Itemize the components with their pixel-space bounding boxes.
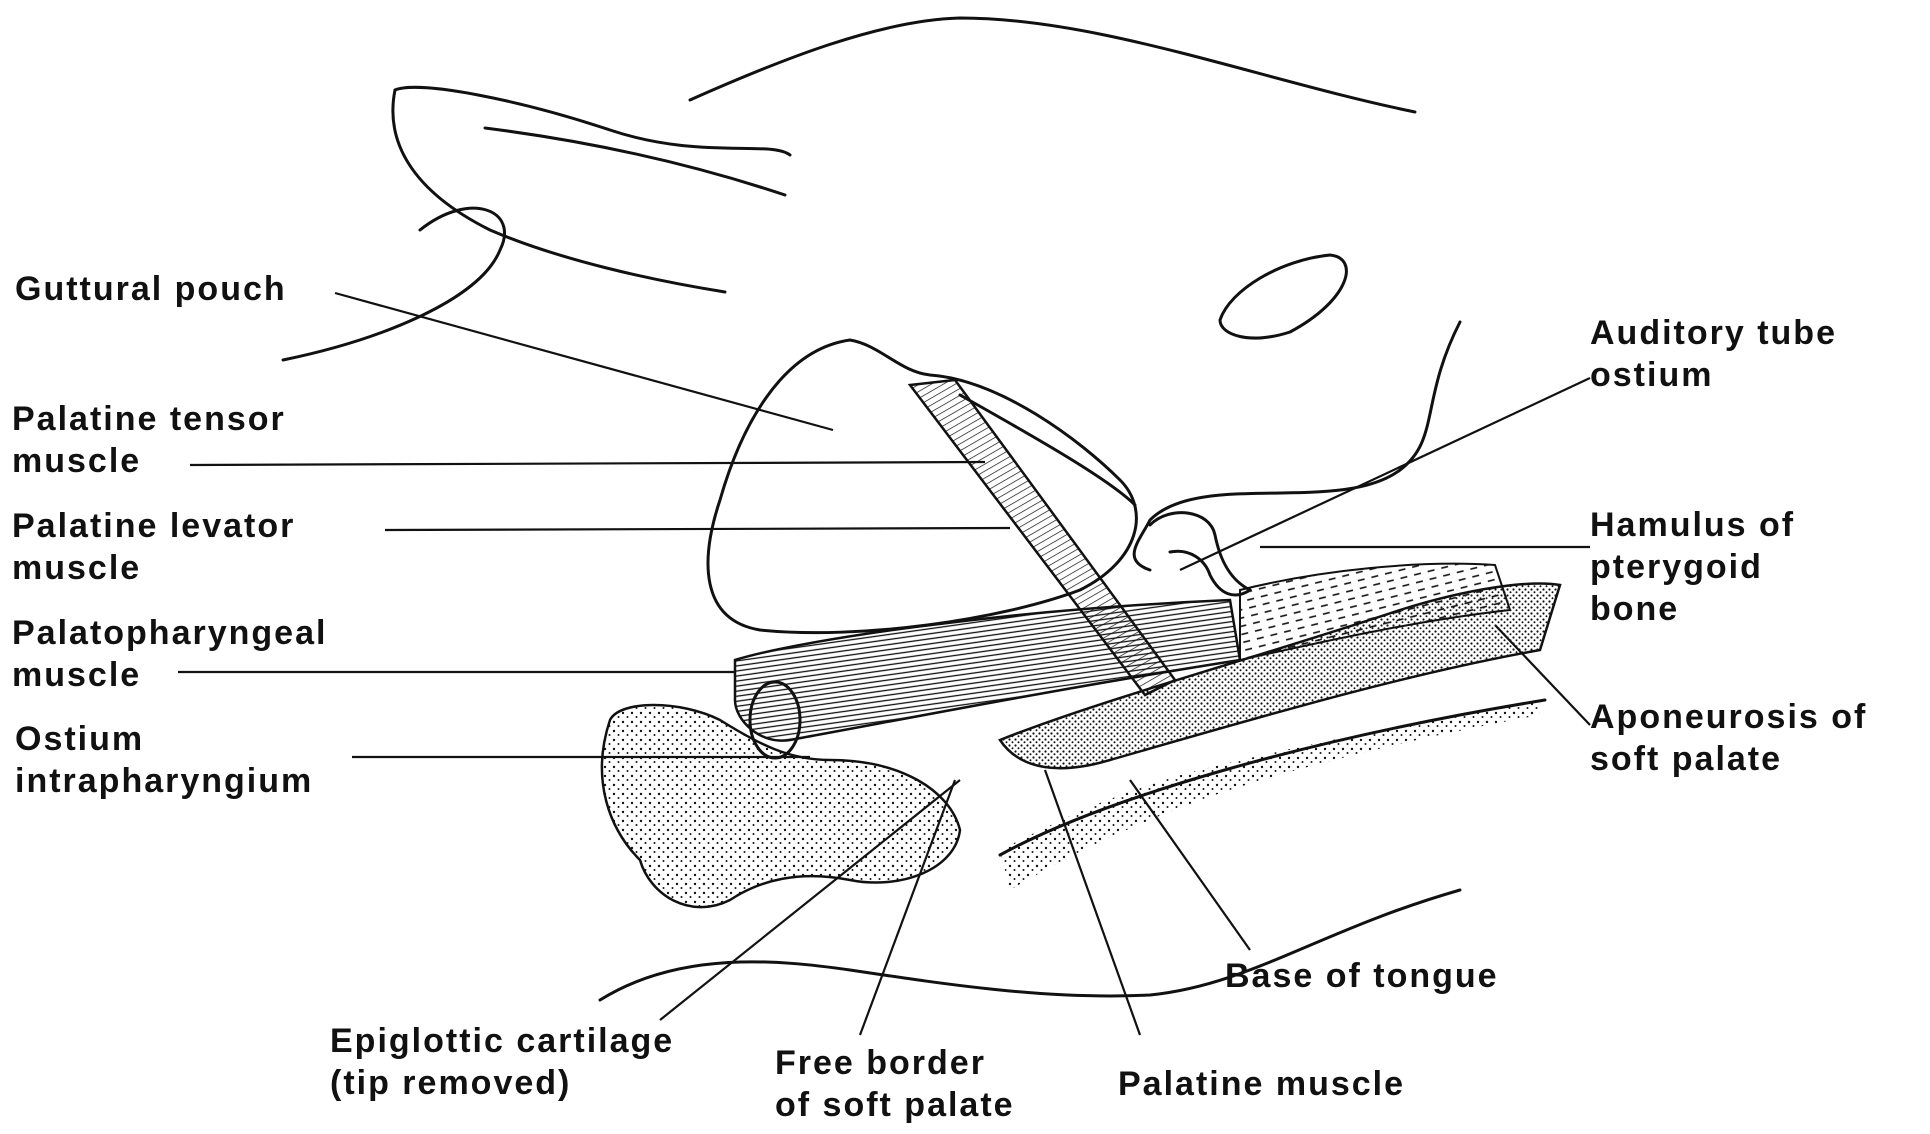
label-epiglottic-cartilage: Epiglottic cartilage (tip removed) <box>330 1020 674 1104</box>
label-guttural-pouch: Guttural pouch <box>15 268 287 310</box>
label-palatine-muscle-line1: Palatine muscle <box>1118 1063 1405 1105</box>
label-base-of-tongue: Base of tongue <box>1225 955 1499 997</box>
label-free-border-soft-palate: Free border of soft palate <box>775 1042 1015 1126</box>
label-hamulus-line1: Hamulus of <box>1590 504 1795 546</box>
label-palatine-levator-line1: Palatine levator <box>12 505 295 547</box>
label-palatine-levator-line2: muscle <box>12 547 295 589</box>
label-auditory-tube-line2: ostium <box>1590 354 1837 396</box>
label-ostium-line1: Ostium <box>15 718 313 760</box>
label-aponeurosis-line1: Aponeurosis of <box>1590 696 1867 738</box>
label-palatine-levator-muscle: Palatine levator muscle <box>12 505 295 589</box>
head-outline <box>283 18 1460 570</box>
label-aponeurosis-line2: soft palate <box>1590 738 1867 780</box>
label-hamulus-pterygoid-bone: Hamulus of pterygoid bone <box>1590 504 1795 630</box>
label-palatopharyngeal-muscle: Palatopharyngeal muscle <box>12 612 327 696</box>
label-free-border-line2: of soft palate <box>775 1084 1015 1126</box>
label-base-of-tongue-line1: Base of tongue <box>1225 955 1499 997</box>
label-palatopharyngeal-line2: muscle <box>12 654 327 696</box>
label-palatine-tensor-line2: muscle <box>12 440 286 482</box>
label-palatine-tensor-line1: Palatine tensor <box>12 398 286 440</box>
label-ostium-intrapharyngium: Ostium intrapharyngium <box>15 718 313 802</box>
label-hamulus-line3: bone <box>1590 588 1795 630</box>
label-palatine-muscle: Palatine muscle <box>1118 1063 1405 1105</box>
label-epiglottic-line1: Epiglottic cartilage <box>330 1020 674 1062</box>
label-free-border-line1: Free border <box>775 1042 1015 1084</box>
label-ostium-line2: intrapharyngium <box>15 760 313 802</box>
label-aponeurosis-soft-palate: Aponeurosis of soft palate <box>1590 696 1867 780</box>
label-auditory-tube-line1: Auditory tube <box>1590 312 1837 354</box>
label-epiglottic-line2: (tip removed) <box>330 1062 674 1104</box>
hamulus-shape <box>1150 513 1250 595</box>
label-hamulus-line2: pterygoid <box>1590 546 1795 588</box>
label-guttural-pouch-line1: Guttural pouch <box>15 268 287 310</box>
label-palatopharyngeal-line1: Palatopharyngeal <box>12 612 327 654</box>
label-palatine-tensor-muscle: Palatine tensor muscle <box>12 398 286 482</box>
label-auditory-tube-ostium: Auditory tube ostium <box>1590 312 1837 396</box>
